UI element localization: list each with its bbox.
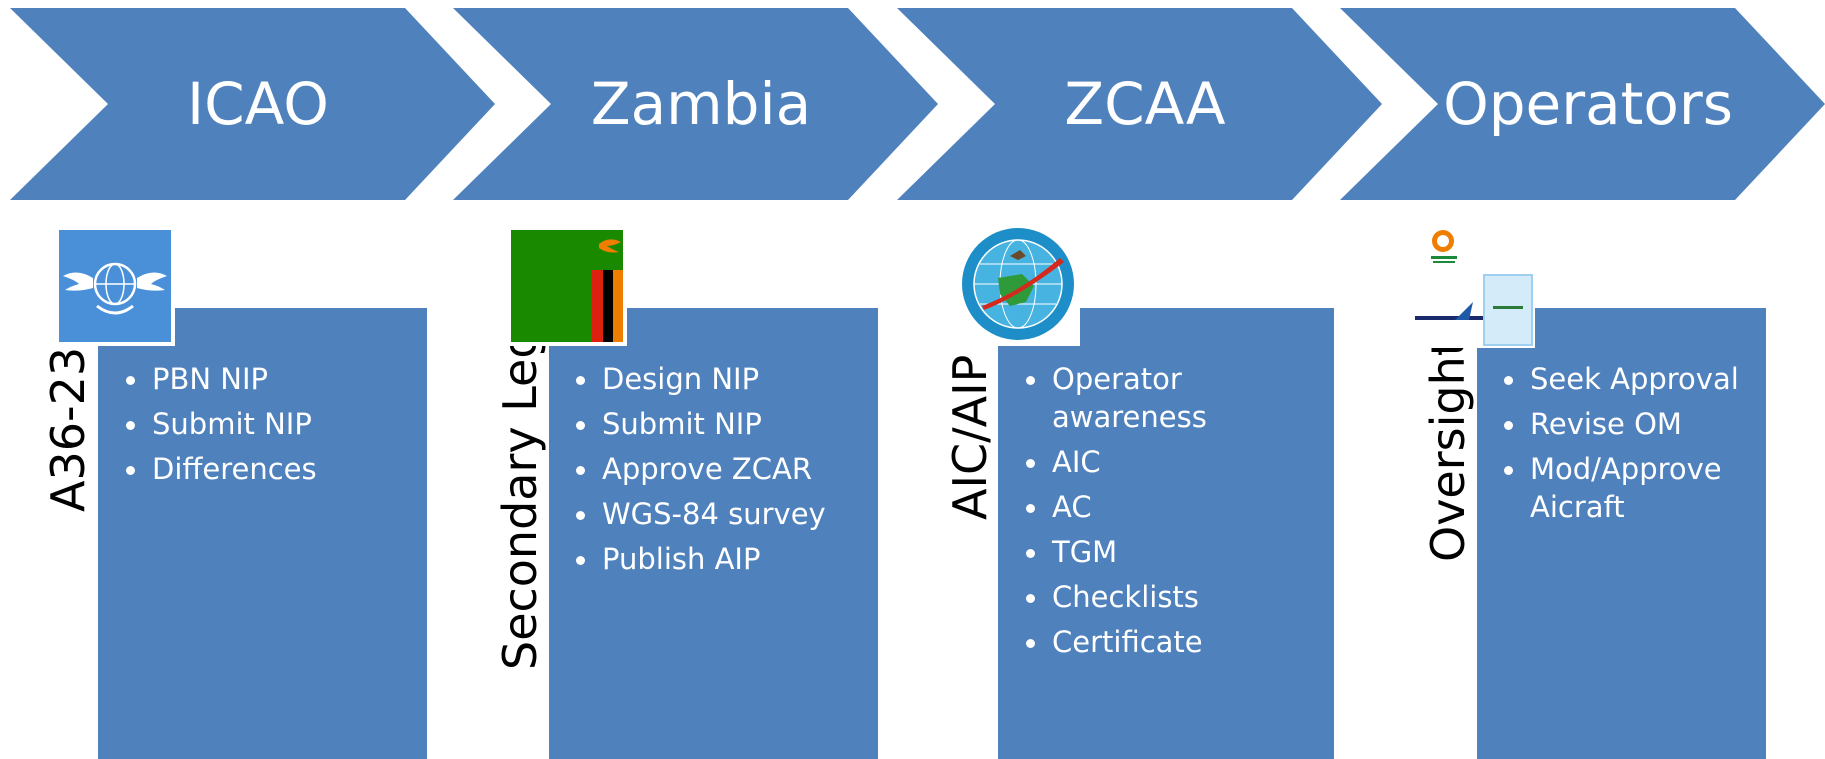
list-item: Certificate bbox=[1022, 623, 1222, 661]
side-label-icao: A36-23 bbox=[41, 346, 95, 512]
airline-logos-icon bbox=[1415, 226, 1535, 348]
icao-emblem-icon bbox=[57, 228, 175, 346]
list-item: Mod/Approve Aicraft bbox=[1500, 450, 1762, 526]
stage-title-operators: Operators bbox=[1443, 70, 1733, 138]
list-item: Differences bbox=[122, 450, 417, 488]
bullets-icao: PBN NIP Submit NIP Differences bbox=[122, 360, 417, 495]
panel-operators bbox=[1477, 308, 1766, 759]
bullets-zambia: Design NIP Submit NIP Approve ZCAR WGS-8… bbox=[572, 360, 872, 585]
bullets-zcaa: Operator awareness AIC AC TGM Checklists… bbox=[1022, 360, 1222, 668]
chevron-zcaa bbox=[897, 8, 1382, 200]
panel-icao bbox=[98, 308, 427, 759]
stage-title-zcaa: ZCAA bbox=[1064, 70, 1226, 138]
panel-zcaa bbox=[998, 308, 1334, 759]
list-item: Design NIP bbox=[572, 360, 872, 398]
list-item: Checklists bbox=[1022, 578, 1222, 616]
list-item: AC bbox=[1022, 488, 1222, 526]
chevron-zambia bbox=[453, 8, 938, 200]
list-item: Submit NIP bbox=[122, 405, 417, 443]
list-item: Submit NIP bbox=[572, 405, 872, 443]
bullets-operators: Seek Approval Revise OM Mod/Approve Aicr… bbox=[1500, 360, 1762, 533]
side-label-operators: Oversight bbox=[1421, 338, 1475, 562]
list-item: Seek Approval bbox=[1500, 360, 1762, 398]
list-item: Operator awareness bbox=[1022, 360, 1222, 436]
list-item: Revise OM bbox=[1500, 405, 1762, 443]
stage-title-zambia: Zambia bbox=[590, 70, 812, 138]
list-item: TGM bbox=[1022, 533, 1222, 571]
list-item: PBN NIP bbox=[122, 360, 417, 398]
list-item: WGS-84 survey bbox=[572, 495, 872, 533]
civil-aviation-authority-seal-icon bbox=[960, 226, 1080, 346]
side-label-zcaa: AIC/AIP bbox=[943, 354, 997, 520]
stage-title-icao: ICAO bbox=[187, 70, 329, 138]
chevron-icao bbox=[10, 8, 495, 200]
process-chevrons bbox=[10, 8, 1825, 200]
list-item: Publish AIP bbox=[572, 540, 872, 578]
list-item: AIC bbox=[1022, 443, 1222, 481]
side-label-zambia: Secondary Leg bbox=[493, 329, 547, 670]
panel-zambia bbox=[549, 308, 878, 759]
zambia-flag-icon bbox=[509, 228, 627, 346]
chevron-operators bbox=[1340, 8, 1825, 200]
list-item: Approve ZCAR bbox=[572, 450, 872, 488]
